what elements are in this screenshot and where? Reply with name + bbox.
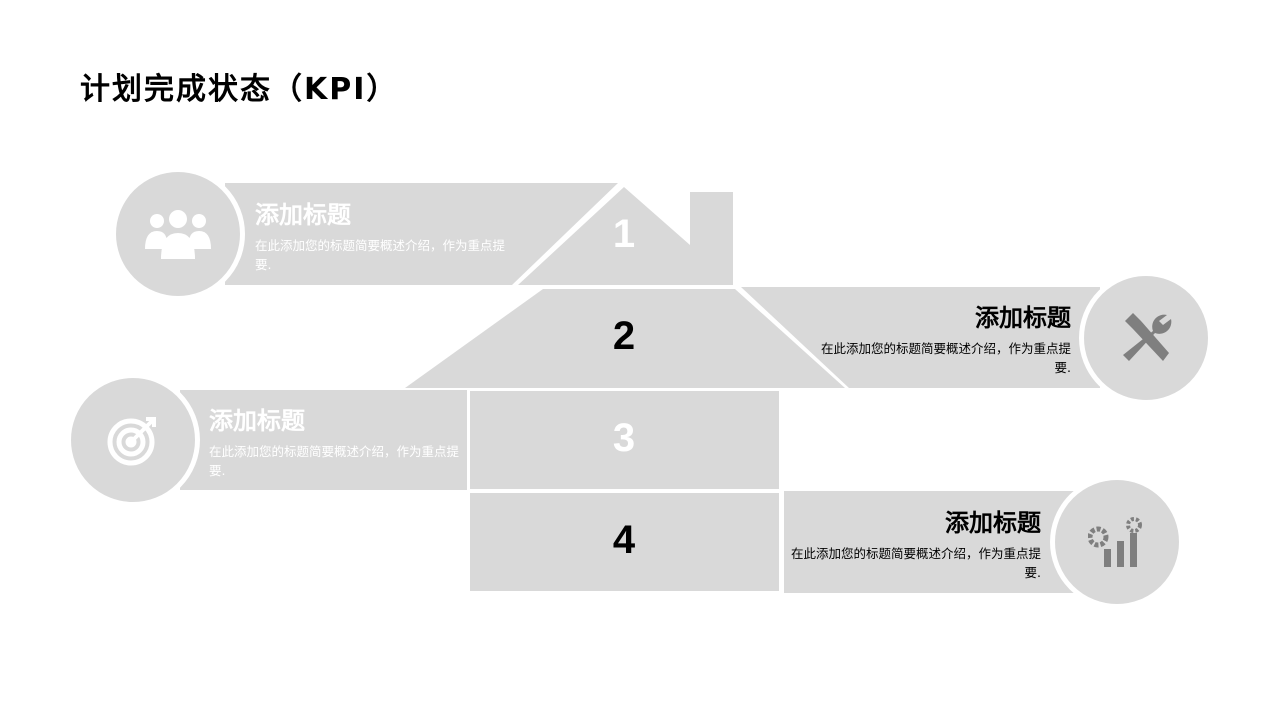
house-roof [518,187,733,285]
item-2-text: 添加标题 在此添加您的标题简要概述介绍，作为重点提要. [821,298,1071,377]
band-2 [741,287,1100,388]
page-title: 计划完成状态（KPI） [80,72,399,107]
target-icon [107,417,156,466]
item-3-text: 添加标题 在此添加您的标题简要概述介绍，作为重点提要. [209,401,459,480]
item-1-text: 添加标题 在此添加您的标题简要概述介绍，作为重点提要. [255,195,505,274]
step-number-2: 2 [612,314,636,358]
item-2-circle [1079,271,1213,405]
item-1-circle [111,167,245,301]
step-number-4: 4 [612,518,636,562]
band-4 [784,491,1074,593]
item-heading: 添加标题 [975,304,1071,332]
item-body: 在此添加您的标题简要概述介绍，作为重点提要. [821,341,1072,375]
gear-chart-icon [1088,517,1142,567]
item-heading: 添加标题 [945,509,1041,537]
house-level-4 [470,493,779,591]
tools-icon [1123,313,1172,361]
item-body: 在此添加您的标题简要概述介绍，作为重点提要. [209,444,460,478]
item-4-circle [1050,475,1184,609]
item-3-circle [66,373,200,507]
house-level-2 [405,289,845,388]
band-3 [180,390,467,490]
team-icon [145,210,211,259]
item-heading: 添加标题 [209,407,305,435]
band-1 [225,183,618,285]
item-body: 在此添加您的标题简要概述介绍，作为重点提要. [255,238,506,272]
item-heading: 添加标题 [255,201,351,229]
step-number-1: 1 [612,212,636,256]
step-number-3: 3 [612,416,636,460]
item-4-text: 添加标题 在此添加您的标题简要概述介绍，作为重点提要. [791,503,1041,582]
item-body: 在此添加您的标题简要概述介绍，作为重点提要. [791,546,1042,580]
house-level-3 [470,391,779,489]
